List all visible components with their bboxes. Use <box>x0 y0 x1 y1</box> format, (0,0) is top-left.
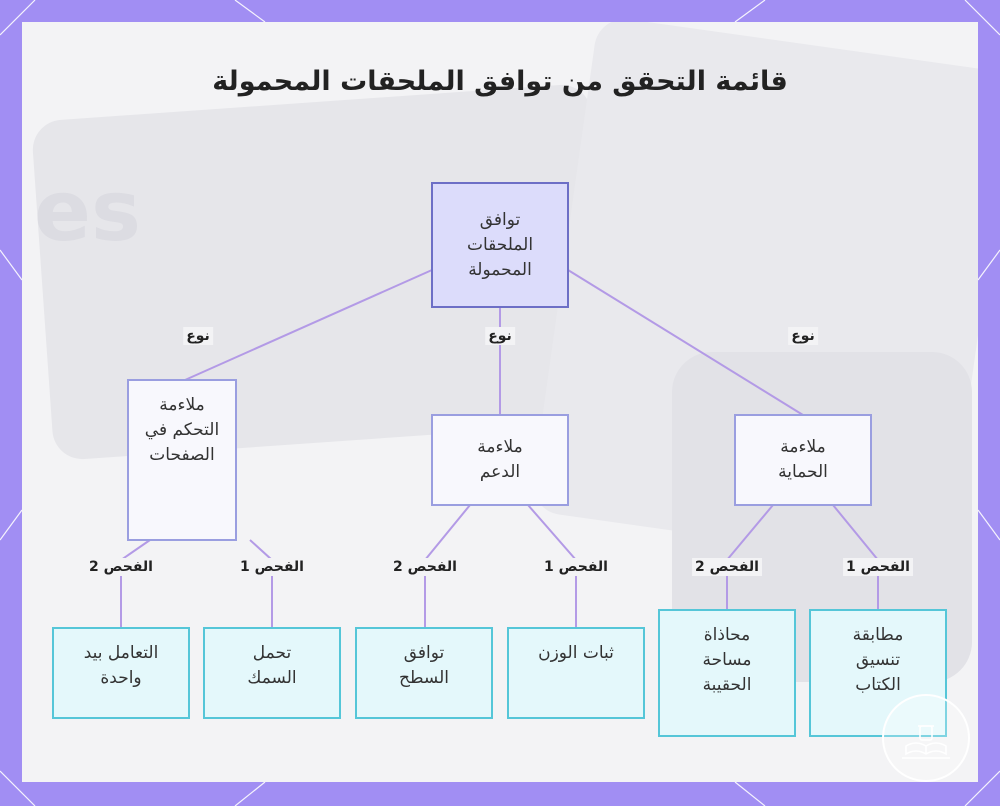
edge-root-control <box>184 269 433 381</box>
edge-label-check1: الفحص 1 <box>541 558 611 576</box>
node-support: ملاءمة الدعم <box>431 414 569 506</box>
node-weight: ثبات الوزن <box>507 627 645 719</box>
edge-label-check1: الفحص 1 <box>843 558 913 576</box>
edge-label-type: نوع <box>183 327 213 345</box>
edge-root-protection <box>567 269 804 416</box>
edge-label-check2: الفحص 2 <box>390 558 460 576</box>
node-support-label: ملاءمة الدعم <box>477 437 523 482</box>
edge-label-type: نوع <box>485 327 515 345</box>
node-one-hand: التعامل بيد واحدة <box>52 627 190 719</box>
edge-control-one-hand <box>120 539 151 628</box>
node-weight-label: ثبات الوزن <box>538 643 614 663</box>
node-root: توافق الملحقات المحمولة <box>431 182 569 308</box>
node-bag-space: محاذاة مساحة الحقيبة <box>658 609 796 737</box>
node-control: ملاءمة التحكم في الصفحات <box>127 379 237 541</box>
watermark-badge <box>882 694 970 782</box>
node-protection: ملاءمة الحماية <box>734 414 872 506</box>
node-thickness: تحمل السمك <box>203 627 341 719</box>
edge-label-type: نوع <box>788 327 818 345</box>
node-thickness-label: تحمل السمك <box>247 643 297 688</box>
diagram-title: قائمة التحقق من توافق الملحقات المحمولة <box>212 66 788 97</box>
node-bag-space-label: محاذاة مساحة الحقيبة <box>702 625 752 695</box>
edge-label-check1: الفحص 1 <box>237 558 307 576</box>
edge-label-check2: الفحص 2 <box>692 558 762 576</box>
node-book-layout-label: مطابقة تنسيق الكتاب <box>852 625 904 695</box>
node-surface: توافق السطح <box>355 627 493 719</box>
edge-label-check2: الفحص 2 <box>86 558 156 576</box>
edge-control-thickness <box>249 539 273 628</box>
node-surface-label: توافق السطح <box>399 643 449 688</box>
node-book-layout: مطابقة تنسيق الكتاب <box>809 609 947 737</box>
book-logo-icon <box>902 725 950 759</box>
node-root-label: توافق الملحقات المحمولة <box>466 209 534 280</box>
node-control-label: ملاءمة التحكم في الصفحات <box>144 395 220 465</box>
background-text: es <box>34 162 141 260</box>
node-one-hand-label: التعامل بيد واحدة <box>83 643 159 688</box>
node-protection-label: ملاءمة الحماية <box>778 437 828 482</box>
